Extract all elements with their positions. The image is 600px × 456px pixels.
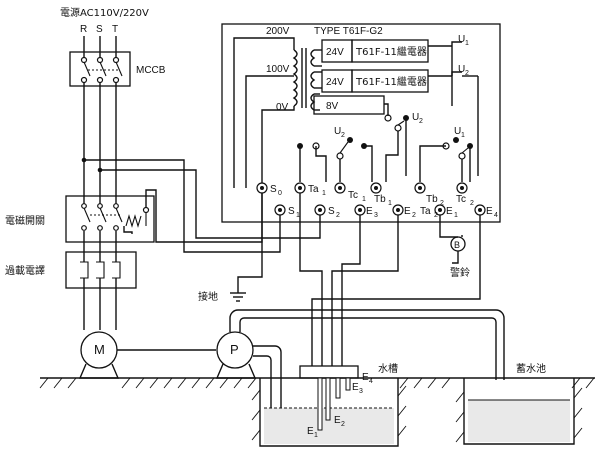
svg-text:4: 4 [369,378,373,385]
u2-relay-label: U [458,64,465,75]
terminal-label: E [446,206,453,217]
type-label: TYPE T61F-G2 [314,26,383,37]
relay-1 [321,39,452,63]
svg-text:2: 2 [434,212,438,219]
electrode-label: E [352,382,359,393]
switch-label: U [454,126,461,137]
phase-t-label: T [112,24,118,35]
terminal-row-2 [274,204,486,216]
svg-text:1: 1 [362,196,366,203]
voltage-200-label: 200V [266,26,290,37]
reservoir [455,378,583,445]
electrode-label: E [362,372,369,383]
controller-box [221,23,501,223]
supply-lines [81,83,117,205]
terminal-label: Ta [308,184,319,195]
relay-contact-u2-mid [384,103,409,182]
ground-symbol [230,285,246,302]
svg-text:2: 2 [419,118,423,125]
motor-label: M [94,342,105,357]
pipes [229,309,505,424]
relay-contact-u1-right [419,137,473,182]
svg-text:2: 2 [470,200,474,207]
relay-1-voltage: 24V [326,47,344,58]
contactor [65,195,155,243]
water-tank-label: 水槽 [378,362,398,375]
svg-text:2: 2 [341,132,345,139]
relay-contact-u2-left [297,137,373,182]
svg-text:2: 2 [412,212,416,219]
terminal-label: Tc [456,194,466,205]
terminal-label: E [486,206,493,217]
overload-motor-lines [83,278,117,330]
terminal-row-1 [256,182,468,194]
reservoir-label: 蓄水池 [516,362,546,375]
voltage-100-label: 100V [266,64,290,75]
alarm-bell [439,233,466,264]
mccb-label: MCCB [136,65,166,76]
electrode-rods [317,377,351,431]
voltage-8-label: 8V [326,101,339,112]
pump-label: P [230,342,239,357]
svg-text:2: 2 [336,212,340,219]
relay-2-voltage: 24V [326,77,344,88]
svg-text:1: 1 [322,190,326,197]
svg-text:1: 1 [388,200,392,207]
svg-text:2: 2 [465,70,469,77]
ground-label: 接地 [198,290,218,303]
terminal-label: E [366,206,373,217]
terminal-label: S [328,206,335,217]
terminal-label: S [270,184,277,195]
electrode-holder [299,330,359,379]
relay-8v-box [313,95,385,115]
transformer: 200V 100V 0V [266,26,322,113]
electrode-label: E [334,415,341,426]
svg-text:2: 2 [440,200,444,207]
supply-taps [233,37,286,188]
relay-1-label: T61F-11繼電器 [355,45,427,58]
terminal-label: E [404,206,411,217]
terminal-label: Tb [426,194,438,205]
power-label: 電源AC110V/220V [60,6,149,19]
mccb-breaker [69,51,131,87]
svg-text:1: 1 [461,132,465,139]
alarm-label: 警鈴 [450,266,470,279]
switch-label: U [412,112,419,123]
terminal-row-2-labels: S 1 S 2 E 3 E 2 Ta 2 E 1 E 4 [288,206,498,219]
contactor-label: 電磁開關 [5,214,45,227]
electrode-labels: E 1 E 2 E 3 E 4 [307,372,373,439]
u1-relay-label: U [458,34,465,45]
overload-label: 過載電譯 [5,264,45,277]
voltage-0-label: 0V [276,102,289,113]
svg-text:3: 3 [374,212,378,219]
svg-text:1: 1 [296,212,300,219]
svg-text:4: 4 [494,212,498,219]
svg-text:1: 1 [454,212,458,219]
external-wiring [84,159,481,330]
contactor-overload-lines [83,231,117,262]
svg-text:0: 0 [278,190,282,197]
svg-text:3: 3 [359,388,363,395]
relay-outputs [451,41,479,176]
bell-label: B [454,240,460,250]
phase-lines [83,36,117,60]
electrode-label: E [307,426,314,437]
phase-r-label: R [80,24,87,35]
terminal-label: Ta [420,206,431,217]
terminal-row-1-labels: S 0 Ta 1 Tc 1 Tb 1 Tb 2 Tc 2 [270,184,474,207]
svg-text:2: 2 [341,421,345,428]
terminal-label: Tc [348,190,358,201]
overload-relay [65,251,137,289]
terminal-label: S [288,206,295,217]
relay-2-label: T61F-11繼電器 [355,75,427,88]
switch-label: U [334,126,341,137]
svg-text:1: 1 [314,432,318,439]
phase-s-label: S [96,24,103,35]
terminal-label: Tb [374,194,386,205]
svg-text:1: 1 [465,40,469,47]
relay-2 [321,69,452,93]
